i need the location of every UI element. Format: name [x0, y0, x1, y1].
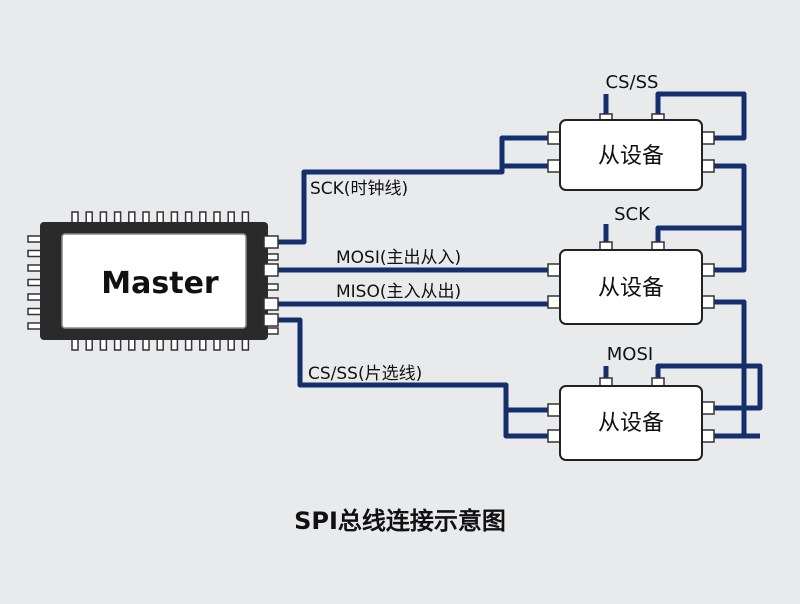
- slave1-top-label: CS/SS: [606, 72, 659, 93]
- slave2-top-label: SCK: [614, 204, 651, 225]
- slave2-top-wire-b: [655, 225, 744, 252]
- master-pad-miso: [263, 297, 279, 311]
- slave3-top-wire-b: [655, 363, 763, 411]
- cs-wire-branch: [503, 410, 552, 439]
- slave-device-2: 从设备 SCK: [547, 204, 715, 325]
- slave1-right-wire: [706, 163, 747, 273]
- master-pad-mosi: [263, 263, 279, 277]
- diagram-caption: SPI总线连接示意图: [294, 507, 506, 535]
- master-chip-face: [61, 233, 247, 329]
- slave1-label: 从设备: [598, 144, 664, 169]
- slave2-box: [559, 249, 703, 325]
- cs-label: CS/SS(片选线): [308, 364, 422, 384]
- slave1-box: [559, 119, 703, 191]
- slave3-label: 从设备: [598, 411, 664, 436]
- master-label: Master: [101, 266, 219, 301]
- miso-label: MISO(主入从出): [336, 282, 461, 302]
- sck-wire: [276, 163, 552, 245]
- slave3-top-label: MOSI: [607, 344, 653, 365]
- slave3-box: [559, 385, 703, 461]
- mosi-label: MOSI(主出从入): [336, 248, 461, 268]
- master-chip: Master: [27, 211, 279, 351]
- slave1-left-stub: [499, 135, 552, 166]
- master-pad-cs: [263, 313, 279, 327]
- slave2-right-wire: [706, 299, 760, 439]
- cs-wire: [276, 317, 552, 413]
- slave2-label: 从设备: [598, 276, 664, 301]
- slave-device-3: 从设备 MOSI: [547, 344, 715, 461]
- slave1-top-wire-b: [655, 91, 747, 141]
- slave-device-1: 从设备 CS/SS: [547, 72, 715, 191]
- sck-label: SCK(时钟线): [310, 179, 408, 199]
- master-pad-sck: [263, 235, 279, 249]
